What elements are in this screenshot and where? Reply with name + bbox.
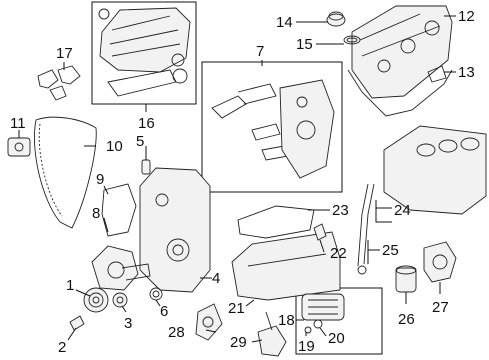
timing-guides <box>211 79 335 179</box>
front-seal <box>149 287 163 301</box>
callout-8: 8 <box>92 205 100 222</box>
idler-pulley <box>112 292 128 308</box>
callout-25: 25 <box>382 242 399 259</box>
callout-28: 28 <box>168 324 185 341</box>
intake-manifold <box>98 7 191 97</box>
filter-housing <box>423 241 457 283</box>
callout-4: 4 <box>212 270 220 287</box>
callout-10: 10 <box>106 138 123 155</box>
intake-manifold-group-box <box>91 1 197 105</box>
bracket <box>313 223 327 241</box>
pulley-bolt <box>69 315 85 331</box>
timing-cover-group-box <box>201 61 343 193</box>
oil-cap <box>326 11 346 27</box>
crank-pulley <box>83 287 109 313</box>
drain-plug <box>304 319 323 334</box>
callout-1: 1 <box>66 277 74 294</box>
callout-27: 27 <box>432 299 449 316</box>
valve-cover-gasket <box>347 65 453 117</box>
callout-7: 7 <box>256 43 264 60</box>
callout-16: 16 <box>138 115 155 132</box>
strainer-screen <box>301 293 345 321</box>
oil-pump <box>195 303 223 341</box>
callout-13: 13 <box>458 64 475 81</box>
callout-6: 6 <box>160 303 168 320</box>
intake-gasket-set <box>37 65 81 101</box>
callout-17: 17 <box>56 45 73 62</box>
callout-12: 12 <box>458 8 475 25</box>
callout-23: 23 <box>332 202 349 219</box>
oil-strainer <box>257 311 287 357</box>
valve-cover <box>351 5 453 99</box>
callout-14: 14 <box>276 14 293 31</box>
chain-tensioner <box>7 137 31 157</box>
callout-22: 22 <box>330 245 347 262</box>
callout-11: 11 <box>10 115 26 132</box>
oil-filter <box>395 265 417 293</box>
water-pump <box>91 245 151 291</box>
callout-29: 29 <box>230 334 247 351</box>
callout-24: 24 <box>394 202 411 219</box>
dipstick-tube <box>357 183 375 275</box>
callout-21: 21 <box>228 300 245 317</box>
callout-5: 5 <box>136 133 144 150</box>
oil-baffle <box>237 205 315 239</box>
callout-3: 3 <box>124 315 132 332</box>
front-timing-cover <box>139 167 211 293</box>
callout-2: 2 <box>58 339 66 356</box>
cap-seal <box>343 35 361 45</box>
pump-gasket <box>101 183 137 237</box>
engine-block <box>383 125 487 215</box>
callout-19: 19 <box>298 338 315 355</box>
oil-pan <box>231 231 341 301</box>
timing-chain <box>33 116 97 229</box>
callout-9: 9 <box>96 171 104 188</box>
callout-26: 26 <box>398 311 415 328</box>
leader-lines <box>18 15 456 343</box>
sensor <box>141 159 151 175</box>
callout-18: 18 <box>278 312 295 329</box>
callout-20: 20 <box>328 330 345 347</box>
callout-15: 15 <box>296 36 313 53</box>
